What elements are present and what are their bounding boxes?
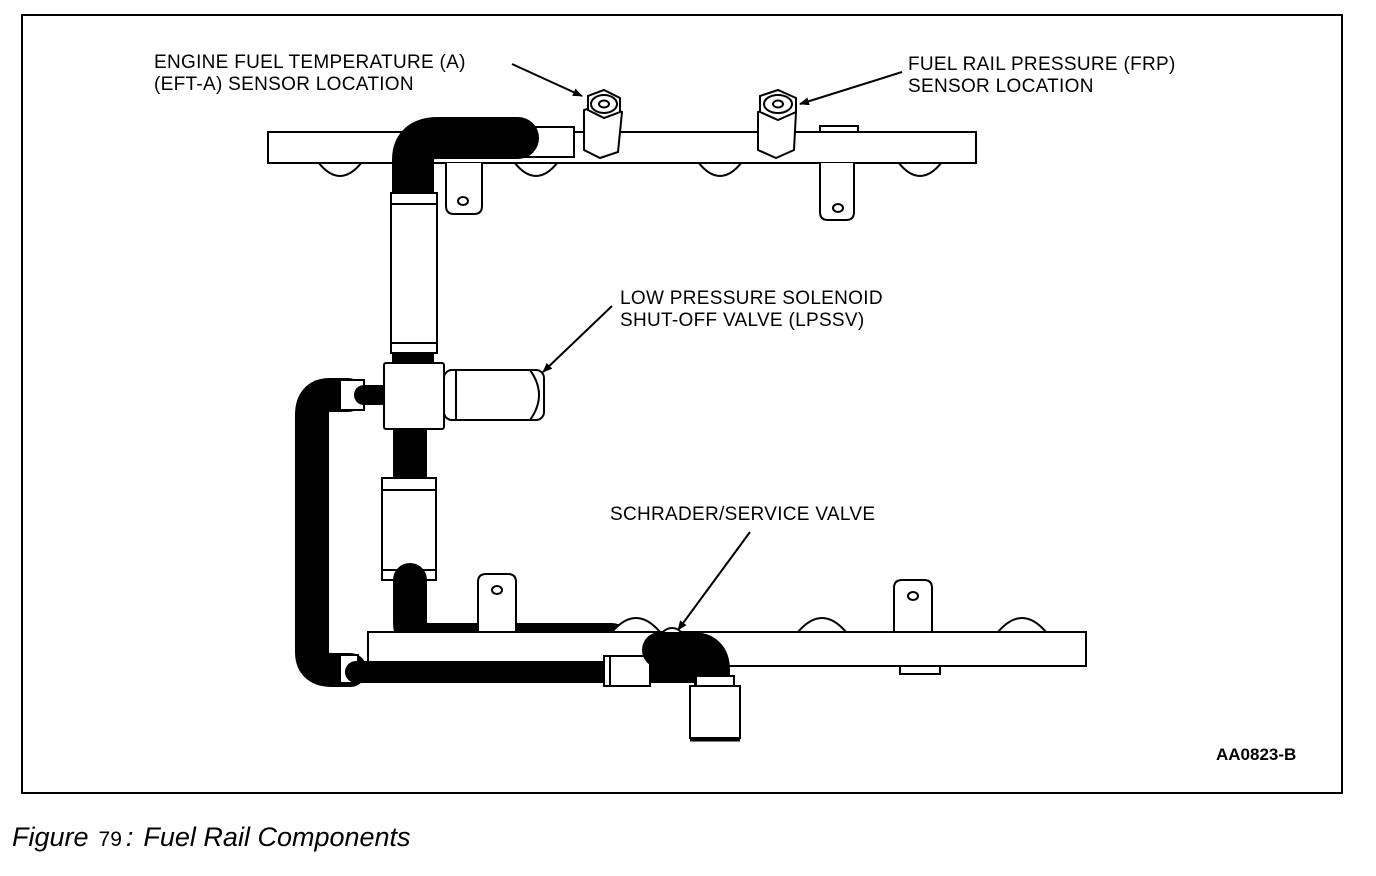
- figure-code: AA0823-B: [1216, 745, 1296, 764]
- schrader-leader-line: [677, 531, 751, 631]
- caption-separator: :: [126, 822, 134, 852]
- lpssv-label-line1: LOW PRESSURE SOLENOID: [620, 288, 883, 309]
- frp-leader-line: [799, 71, 903, 106]
- eft-label-line1: ENGINE FUEL TEMPERATURE (A): [154, 52, 466, 73]
- frp-label-line1: FUEL RAIL PRESSURE (FRP): [908, 54, 1176, 75]
- frp-label-line2: SENSOR LOCATION: [908, 76, 1094, 97]
- figure-frame: [21, 14, 1343, 794]
- caption-title: Fuel Rail Components: [143, 822, 410, 852]
- eft-a-sensor: [583, 88, 624, 160]
- schrader-label: SCHRADER/SERVICE VALVE: [610, 504, 875, 525]
- figure-caption: Figure 79 : Fuel Rail Components: [12, 822, 411, 852]
- eft-label-line2: (EFT-A) SENSOR LOCATION: [154, 74, 414, 95]
- caption-prefix: Figure: [12, 822, 89, 852]
- caption-number: 79: [99, 828, 122, 851]
- lower-fuel-rail: [345, 573, 1087, 742]
- lpssv-valve: [383, 362, 545, 430]
- frp-sensor: [757, 88, 798, 160]
- leader-lines: [511, 63, 903, 631]
- upper-fuel-rail: [267, 125, 977, 221]
- lpssv-leader-line: [542, 305, 613, 373]
- return-loop-tube: [295, 378, 396, 687]
- lpssv-label-line2: SHUT-OFF VALVE (LPSSV): [620, 310, 865, 331]
- eft-leader-line: [511, 63, 583, 97]
